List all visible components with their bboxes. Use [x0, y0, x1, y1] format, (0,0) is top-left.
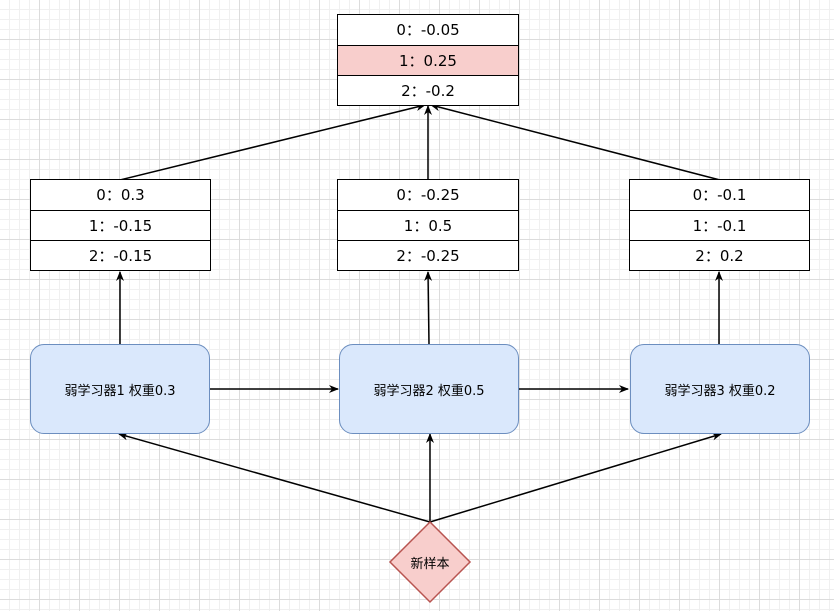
sample-label: 新样本	[410, 556, 450, 572]
weak-learner-2[interactable]: 弱学习器2 权重0.5	[339, 344, 519, 434]
learner2-output-table[interactable]: 0：-0.25 1：0.5 2：-0.25	[337, 179, 519, 271]
learner3-output-table[interactable]: 0：-0.1 1：-0.1 2：0.2	[629, 179, 810, 271]
learner3-output-row-0: 0：-0.1	[692, 186, 747, 204]
learner2-output-row-0: 0：-0.25	[396, 186, 460, 204]
weak-learner-1-label: 弱学习器1 权重0.3	[64, 383, 176, 399]
learner2-output-row-2: 2：-0.25	[338, 240, 518, 270]
sample-label-wrap: 新样本	[390, 522, 470, 602]
edge-output3-to-result	[430, 103, 721, 181]
output-row-2: 2：-0.2	[338, 75, 518, 105]
learner1-output-table[interactable]: 0：0.3 1：-0.15 2：-0.15	[30, 179, 211, 271]
weak-learner-1[interactable]: 弱学习器1 权重0.3	[30, 344, 210, 434]
output-row-0: 0：-0.05	[396, 21, 460, 39]
weak-learner-3[interactable]: 弱学习器3 权重0.2	[630, 344, 810, 434]
output-table[interactable]: 0：-0.05 1：0.25 2：-0.2	[337, 14, 519, 106]
edge-learner2-to-output2	[424, 271, 433, 346]
learner2-output-row-1: 1：0.5	[338, 210, 518, 240]
weak-learner-2-label: 弱学习器2 权重0.5	[373, 383, 485, 399]
learner1-output-row-0: 0：0.3	[96, 186, 145, 204]
weak-learner-3-label: 弱学习器3 权重0.2	[664, 383, 776, 399]
learner1-output-row-2: 2：-0.15	[31, 240, 210, 270]
learner3-output-row-1: 1：-0.1	[630, 210, 809, 240]
learner1-output-row-1: 1：-0.15	[31, 210, 210, 240]
sample-diamond[interactable]	[388, 520, 472, 604]
edge-output1-to-result	[119, 103, 426, 181]
learner3-output-row-2: 2：0.2	[630, 240, 809, 270]
edge-sample-to-learner1	[118, 432, 431, 523]
edge-sample-to-learner3	[429, 432, 722, 523]
output-row-1-highlighted: 1：0.25	[338, 45, 518, 75]
